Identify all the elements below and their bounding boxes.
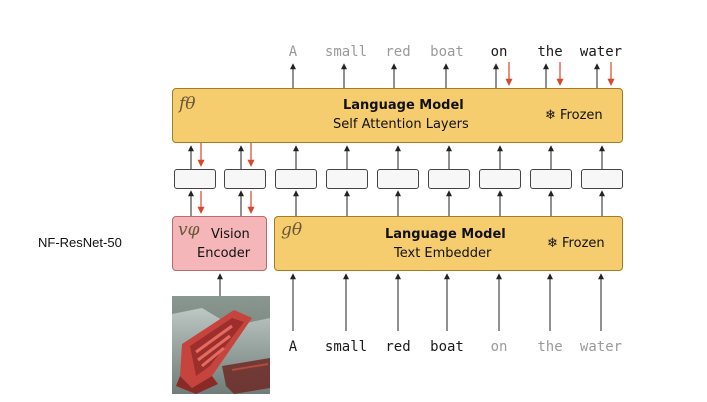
vision-encoder-label-line1: Vision <box>211 227 250 242</box>
token-slot <box>377 169 419 189</box>
self-attention-subtitle: Self Attention Layers <box>333 117 469 132</box>
text-embedder-frozen-label: ❄ Frozen <box>547 236 605 251</box>
token-slot <box>326 169 368 189</box>
self-attention-title: Language Model <box>343 98 464 113</box>
output-token: A <box>288 44 298 60</box>
self-attention-frozen-label: ❄ Frozen <box>545 108 603 123</box>
vision-encoder-block: vφ Vision Encoder <box>172 216 267 271</box>
output-token: the <box>537 44 563 60</box>
input-token: small <box>324 339 368 355</box>
text-embedder-title: Language Model <box>385 227 506 242</box>
vision-encoder-label-line2: Encoder <box>197 246 251 261</box>
f-theta-symbol: fθ <box>179 94 196 114</box>
v-phi-symbol: vφ <box>178 220 200 240</box>
text-embedder-subtitle: Text Embedder <box>394 246 492 261</box>
token-slot <box>581 169 623 189</box>
output-token: on <box>490 44 508 60</box>
input-token: the <box>537 339 563 355</box>
token-slot <box>275 169 317 189</box>
input-token: on <box>490 339 508 355</box>
token-slot <box>479 169 521 189</box>
input-token: water <box>579 339 623 355</box>
token-slot <box>224 169 266 189</box>
token-slot <box>428 169 470 189</box>
output-token: water <box>579 44 623 60</box>
nf-resnet-label: NF-ResNet-50 <box>38 235 122 250</box>
input-token: red <box>385 339 411 355</box>
input-token: A <box>288 339 298 355</box>
input-token: boat <box>430 339 464 355</box>
output-token: boat <box>430 44 464 60</box>
g-theta-symbol: gθ <box>281 220 303 240</box>
output-token: red <box>385 44 411 60</box>
red-boat-photo <box>172 296 270 394</box>
text-embedder-block: gθ Language Model Text Embedder ❄ Frozen <box>274 216 623 271</box>
token-slot <box>174 169 216 189</box>
self-attention-layers-block: fθ Language Model Self Attention Layers … <box>172 88 623 143</box>
output-token: small <box>324 44 368 60</box>
token-slot <box>530 169 572 189</box>
